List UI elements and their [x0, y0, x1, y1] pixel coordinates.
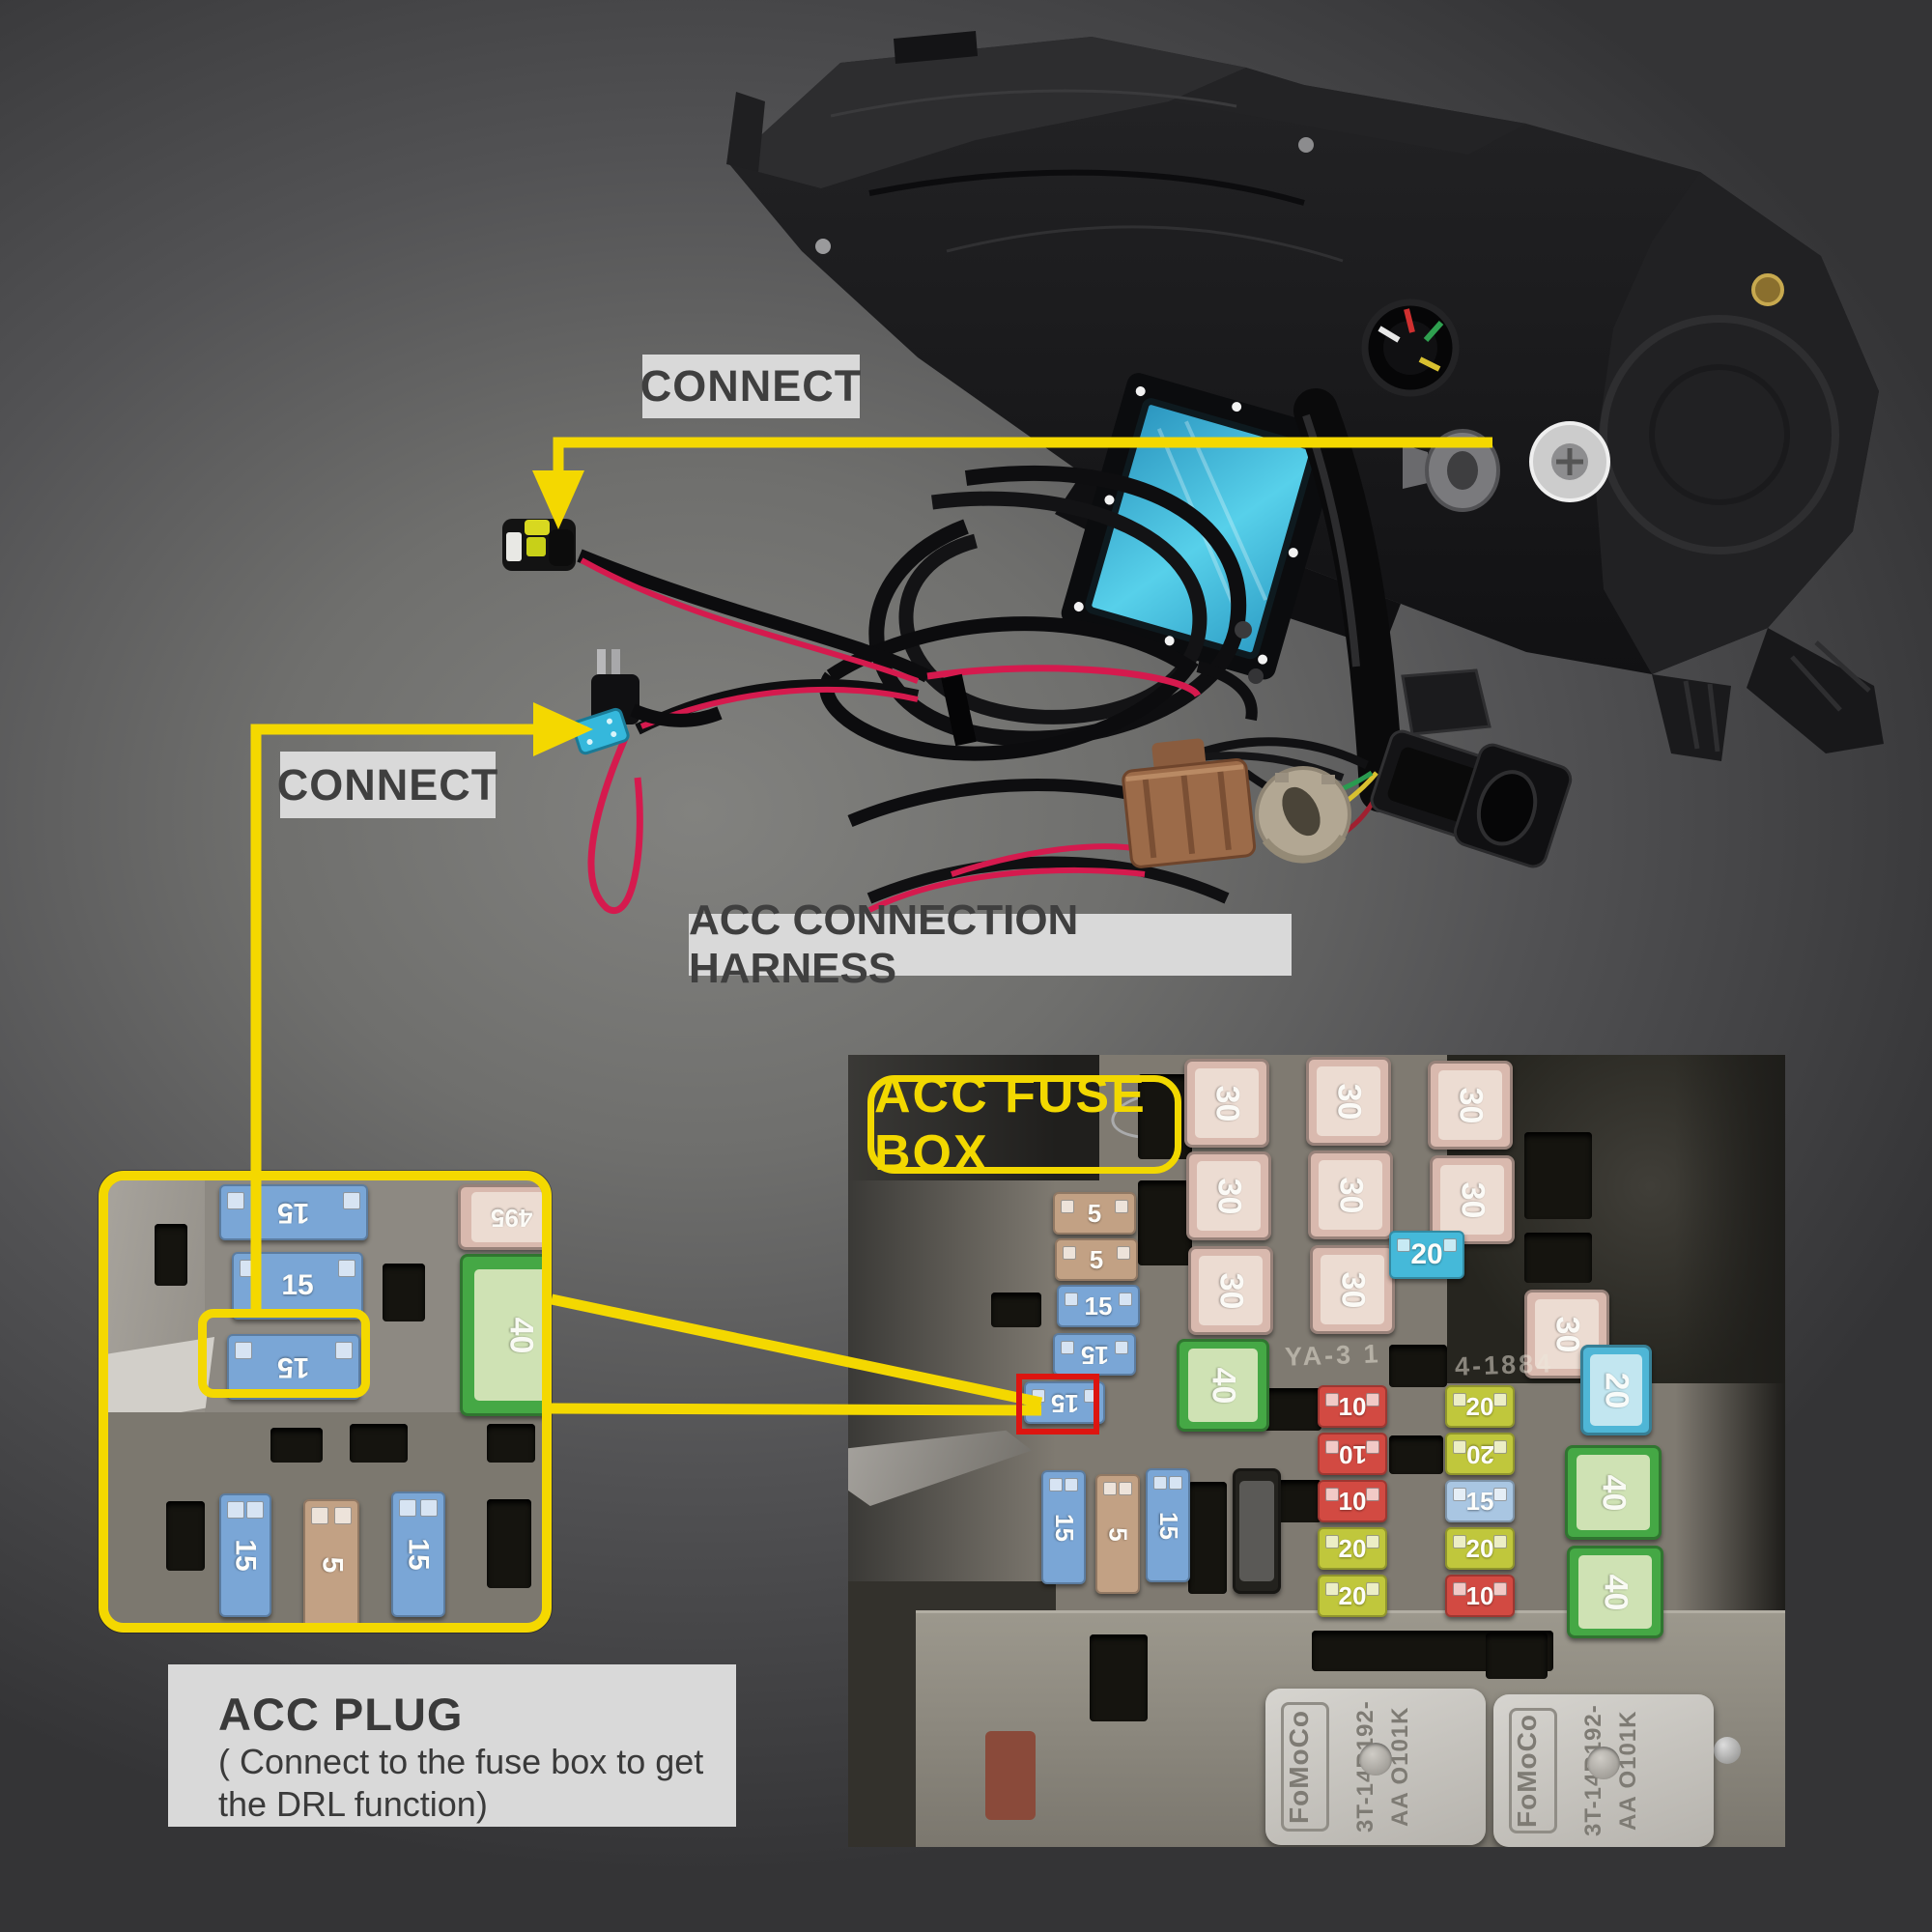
- acc-plug-title: ACC PLUG: [218, 1689, 464, 1740]
- acc-plug-line2: the DRL function): [218, 1784, 488, 1824]
- copper-terminal: [985, 1731, 1036, 1820]
- fuse-40: 40: [1567, 1546, 1663, 1638]
- fuse-15: 15: [1146, 1468, 1190, 1582]
- empty-fuse-slot: [1389, 1435, 1443, 1474]
- fuse-30: 30: [1188, 1246, 1273, 1335]
- empty-fuse-slot: [166, 1501, 205, 1571]
- fuse-10: 10: [1445, 1575, 1515, 1617]
- connect-label-top: CONNECT: [640, 355, 861, 418]
- empty-fuse-slot: [487, 1424, 535, 1463]
- fuse-40: 40: [1565, 1445, 1662, 1540]
- relay-brand: FoMoCo: [1281, 1702, 1329, 1832]
- fuse-15: 15: [1445, 1480, 1515, 1522]
- headlight-socket: [1361, 298, 1460, 397]
- empty-fuse-slot: [270, 1428, 323, 1463]
- empty-fuse-slot: [350, 1424, 408, 1463]
- fuse-30: 30: [1186, 1151, 1271, 1240]
- fuse-10: 10: [1318, 1480, 1387, 1522]
- highlighted-fuse-box: [198, 1309, 370, 1398]
- fuse-15: 15: [1053, 1333, 1136, 1376]
- empty-fuse-slot: [1524, 1132, 1592, 1219]
- fuse-30: 30: [1306, 1057, 1391, 1146]
- fuse-blank: [1233, 1468, 1281, 1594]
- fuse-5: 5: [1055, 1238, 1138, 1281]
- fuse-5: 5: [1095, 1474, 1140, 1594]
- fuse-15: 15: [227, 1334, 360, 1400]
- photo-shadow: [1675, 1055, 1785, 1692]
- fuse-5: 5: [1053, 1192, 1136, 1235]
- taped-harness: [1293, 388, 1404, 812]
- fuse-30: 30: [1184, 1059, 1269, 1148]
- fuse-20: 20: [1580, 1345, 1652, 1435]
- fuse-20: 20: [1318, 1575, 1387, 1617]
- fuse-15: 15: [1057, 1285, 1140, 1327]
- fuse-15: 15: [391, 1492, 445, 1617]
- fuse-5: 5: [303, 1499, 359, 1623]
- black-connector-assembly: [1370, 668, 1573, 868]
- connect-label-left: CONNECT: [277, 752, 497, 818]
- acc-plug-line1: ( Connect to the fuse box to get: [218, 1742, 704, 1781]
- headlight-back-cap: [1594, 172, 1879, 674]
- fuse-20: 20: [1445, 1527, 1515, 1570]
- empty-fuse-slot: [1486, 1633, 1548, 1679]
- empty-fuse-slot: [1090, 1634, 1148, 1721]
- fuse-20: 20: [1318, 1527, 1387, 1570]
- rivet: [1714, 1737, 1741, 1764]
- fuse-30: 30: [1310, 1245, 1395, 1334]
- fuse-15: 15: [219, 1184, 368, 1240]
- acc-harness-wires: [577, 465, 1473, 914]
- fuse-10: 10: [1318, 1385, 1387, 1428]
- relay-dimple: [1587, 1747, 1620, 1780]
- fuse-20: 20: [1389, 1231, 1464, 1279]
- acc-plug-caption: ACC PLUG ( Connect to the fuse box to ge…: [168, 1664, 736, 1827]
- fuse-10: 10: [1318, 1433, 1387, 1475]
- fuse-30: 30: [1428, 1061, 1513, 1150]
- embossed-code: 4-1884: [1454, 1349, 1554, 1381]
- embossed-code: YA-3 1: [1284, 1339, 1382, 1372]
- brown-connector: [1122, 738, 1257, 868]
- empty-fuse-slot: [487, 1499, 531, 1588]
- fuse-30: 30: [1430, 1155, 1515, 1244]
- headlight-fin: [726, 92, 765, 172]
- fuse-20: 20: [1445, 1433, 1515, 1475]
- fuse-15: 15: [219, 1493, 271, 1617]
- empty-fuse-slot: [383, 1264, 425, 1321]
- fuse-20: 20: [1445, 1385, 1515, 1428]
- mounting-arm: [1747, 628, 1884, 753]
- empty-fuse-slot: [155, 1224, 187, 1286]
- empty-fuse-slot: [1389, 1345, 1447, 1387]
- fuse-15: 15: [1041, 1470, 1086, 1584]
- empty-fuse-slot: [1138, 1180, 1192, 1265]
- fuse-15: 15: [1024, 1381, 1105, 1424]
- headlight-plug-connector: [502, 519, 576, 571]
- relay-brand: FoMoCo: [1509, 1708, 1557, 1833]
- empty-fuse-slot: [1264, 1388, 1321, 1431]
- fuse-495: 495: [458, 1184, 542, 1250]
- relay-dimple: [1359, 1742, 1392, 1776]
- brass-screw: [1751, 273, 1784, 306]
- empty-fuse-slot: [1188, 1482, 1227, 1594]
- acc-fuse-box-label: ACC FUSE BOX: [867, 1067, 1181, 1181]
- bulb-socket: [1255, 766, 1351, 864]
- empty-fuse-slot: [991, 1293, 1041, 1327]
- fuse-40: 40: [1177, 1339, 1269, 1432]
- harness-label: ACC CONNECTION HARNESS: [689, 896, 1292, 992]
- empty-fuse-slot: [1524, 1233, 1592, 1283]
- fuse-30: 30: [1308, 1151, 1393, 1239]
- headlight-assembly: [726, 31, 1884, 812]
- fuse-40: 40: [460, 1254, 542, 1416]
